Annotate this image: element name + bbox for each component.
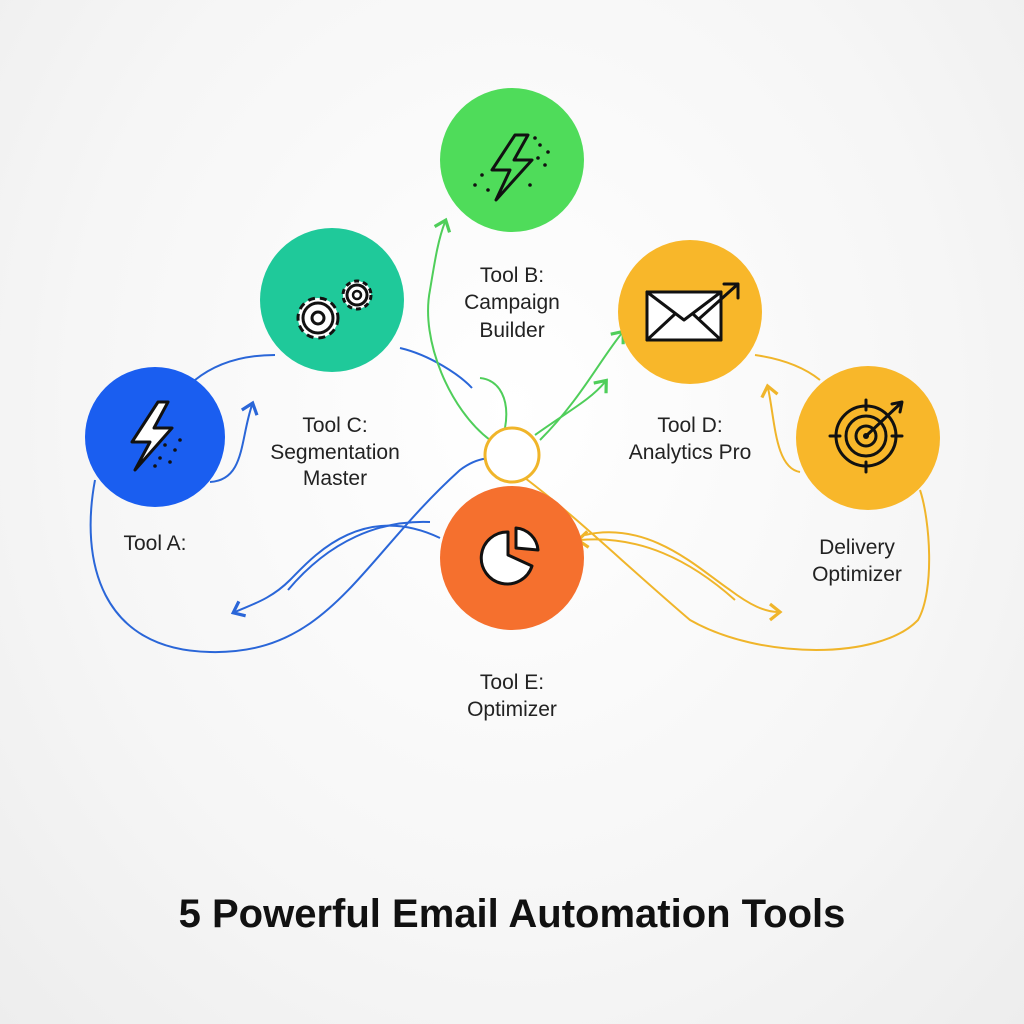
label-tool-b-name2: Builder — [479, 319, 544, 342]
label-tool-c-name2: Master — [303, 467, 367, 490]
target-icon — [828, 398, 904, 474]
label-tool-c-name1: Segmentation — [270, 441, 400, 464]
label-tool-d: Tool D: — [657, 414, 722, 437]
connector-hub-b — [427, 217, 491, 441]
pie-chart-icon — [479, 526, 540, 586]
node-tool-a[interactable] — [85, 367, 225, 507]
connector-wave-3 — [584, 531, 783, 622]
page-title: 5 Powerful Email Automation Tools — [179, 892, 846, 936]
connector-hub-b2 — [479, 377, 508, 429]
connector-f-down — [760, 383, 801, 473]
node-tool-b[interactable] — [440, 88, 584, 232]
node-tool-d[interactable] — [618, 240, 762, 384]
connector-d-f — [754, 354, 821, 381]
connector-c-hub — [399, 347, 473, 389]
label-tool-b-name1: Campaign — [464, 291, 560, 314]
node-tool-c[interactable] — [260, 228, 404, 372]
label-delivery: Delivery — [819, 536, 895, 559]
lightning-icon — [130, 400, 182, 472]
node-tool-e[interactable] — [440, 486, 584, 630]
label-tool-b: Tool B: — [480, 264, 544, 287]
label-tool-a: Tool A: — [123, 532, 186, 555]
gears-icon — [296, 279, 373, 340]
connector-a-c — [194, 354, 276, 381]
connectors — [89, 217, 931, 654]
connector-hub-d — [534, 378, 608, 436]
label-tool-e: Tool E: — [480, 671, 544, 694]
lightning-sparkle-icon — [473, 133, 550, 202]
connector-a-loop — [89, 457, 501, 654]
connector-wave-4 — [575, 530, 736, 601]
connector-hub-d2 — [539, 329, 625, 441]
node-delivery-optimizer[interactable] — [796, 366, 940, 510]
envelope-arrow-icon — [645, 282, 740, 342]
hub-node — [483, 426, 541, 484]
connector-a-up — [209, 400, 259, 483]
label-tool-e-name: Optimizer — [467, 698, 557, 721]
connector-wave-2 — [287, 520, 431, 591]
label-tool-c: Tool C: — [302, 414, 367, 437]
label-delivery-name: Optimizer — [812, 563, 902, 586]
connector-wave-1 — [230, 524, 441, 618]
label-tool-d-name: Analytics Pro — [629, 441, 752, 464]
